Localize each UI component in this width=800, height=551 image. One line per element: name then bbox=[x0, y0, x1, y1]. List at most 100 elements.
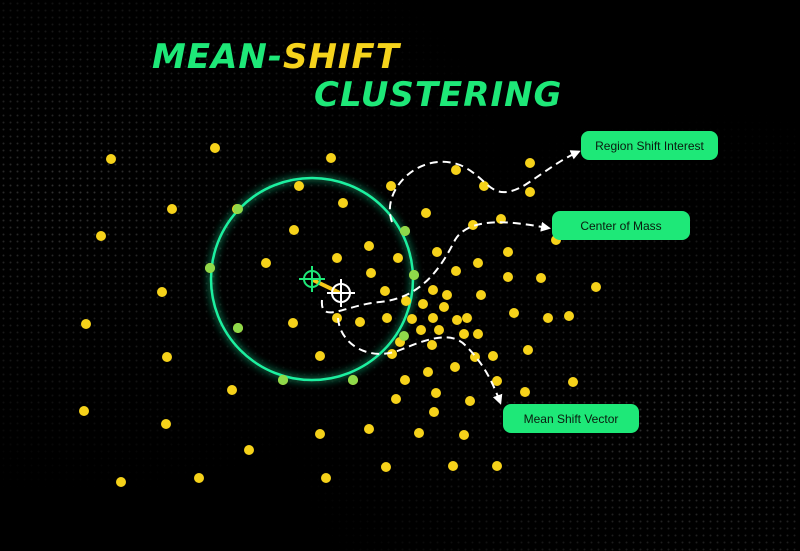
data-point bbox=[366, 268, 376, 278]
data-point bbox=[355, 317, 365, 327]
data-point bbox=[418, 299, 428, 309]
data-point-on-window-boundary bbox=[278, 375, 288, 385]
data-point bbox=[294, 181, 304, 191]
data-point bbox=[525, 158, 535, 168]
data-point bbox=[452, 315, 462, 325]
data-point bbox=[210, 143, 220, 153]
data-point bbox=[492, 461, 502, 471]
data-point-on-window-boundary bbox=[233, 323, 243, 333]
data-point bbox=[414, 428, 424, 438]
data-point bbox=[407, 314, 417, 324]
data-point bbox=[448, 461, 458, 471]
data-point bbox=[442, 290, 452, 300]
data-points bbox=[79, 143, 601, 487]
callout-mean-shift-vector: Mean Shift Vector bbox=[503, 404, 639, 433]
data-point bbox=[315, 351, 325, 361]
data-point bbox=[591, 282, 601, 292]
data-point bbox=[503, 247, 513, 257]
data-point bbox=[288, 318, 298, 328]
data-point bbox=[387, 349, 397, 359]
data-point bbox=[194, 473, 204, 483]
data-point bbox=[391, 394, 401, 404]
data-point bbox=[543, 313, 553, 323]
page-title: MEAN-SHIFT CLUSTERING bbox=[152, 37, 562, 115]
data-point bbox=[380, 286, 390, 296]
data-point bbox=[400, 375, 410, 385]
data-point bbox=[382, 313, 392, 323]
callout-label-region-shift-interest: Region Shift Interest bbox=[595, 139, 704, 153]
data-point bbox=[462, 313, 472, 323]
callout-center-of-mass: Center of Mass bbox=[552, 211, 690, 240]
data-point bbox=[381, 462, 391, 472]
data-point bbox=[568, 377, 578, 387]
data-point bbox=[427, 340, 437, 350]
data-point bbox=[401, 296, 411, 306]
title-word-shift: SHIFT bbox=[283, 37, 402, 77]
data-point bbox=[106, 154, 116, 164]
data-point-on-window-boundary bbox=[399, 331, 409, 341]
data-point bbox=[332, 313, 342, 323]
svg-text:MEAN-SHIFT: MEAN-SHIFT bbox=[152, 37, 402, 77]
data-point bbox=[79, 406, 89, 416]
data-point bbox=[523, 345, 533, 355]
data-point bbox=[503, 272, 513, 282]
data-point bbox=[157, 287, 167, 297]
data-point bbox=[315, 429, 325, 439]
data-point bbox=[434, 325, 444, 335]
data-point bbox=[459, 430, 469, 440]
data-point bbox=[416, 325, 426, 335]
data-point bbox=[96, 231, 106, 241]
title-word-clustering: CLUSTERING bbox=[314, 75, 562, 115]
data-point-on-window-boundary bbox=[409, 270, 419, 280]
data-point bbox=[338, 198, 348, 208]
data-point bbox=[468, 220, 478, 230]
callout-arrows bbox=[320, 150, 581, 405]
data-point bbox=[167, 204, 177, 214]
data-point bbox=[321, 473, 331, 483]
data-point bbox=[431, 388, 441, 398]
data-point bbox=[227, 385, 237, 395]
data-point bbox=[492, 376, 502, 386]
data-point bbox=[450, 362, 460, 372]
data-point-on-window-boundary bbox=[348, 375, 358, 385]
data-point bbox=[423, 367, 433, 377]
data-point bbox=[459, 329, 469, 339]
data-point bbox=[479, 181, 489, 191]
data-point bbox=[428, 285, 438, 295]
callout-label-mean-shift-vector: Mean Shift Vector bbox=[524, 412, 619, 426]
data-point bbox=[451, 266, 461, 276]
data-point-on-window-boundary bbox=[400, 226, 410, 236]
data-point bbox=[421, 208, 431, 218]
data-point bbox=[451, 165, 461, 175]
window-center-crosshair-icon bbox=[299, 266, 325, 292]
data-point bbox=[564, 311, 574, 321]
data-point bbox=[289, 225, 299, 235]
data-point bbox=[509, 308, 519, 318]
mean-shift-vector-line bbox=[311, 278, 340, 294]
data-point bbox=[332, 253, 342, 263]
data-point bbox=[244, 445, 254, 455]
data-point bbox=[476, 290, 486, 300]
data-point bbox=[364, 241, 374, 251]
data-point-on-window-boundary bbox=[205, 263, 215, 273]
data-point bbox=[81, 319, 91, 329]
callout-region-shift-interest: Region Shift Interest bbox=[581, 131, 718, 160]
callout-label-center-of-mass: Center of Mass bbox=[580, 219, 661, 233]
data-point bbox=[488, 351, 498, 361]
data-point bbox=[473, 258, 483, 268]
data-point bbox=[326, 153, 336, 163]
data-point bbox=[428, 313, 438, 323]
data-point bbox=[261, 258, 271, 268]
data-point bbox=[432, 247, 442, 257]
title-word-mean: MEAN- bbox=[152, 37, 283, 77]
data-point bbox=[536, 273, 546, 283]
data-point-on-window-boundary bbox=[233, 204, 243, 214]
data-point bbox=[116, 477, 126, 487]
data-point bbox=[364, 424, 374, 434]
arrow-region-shift-interest bbox=[389, 150, 581, 223]
data-point bbox=[161, 419, 171, 429]
data-point bbox=[525, 187, 535, 197]
data-point bbox=[473, 329, 483, 339]
data-point bbox=[393, 253, 403, 263]
